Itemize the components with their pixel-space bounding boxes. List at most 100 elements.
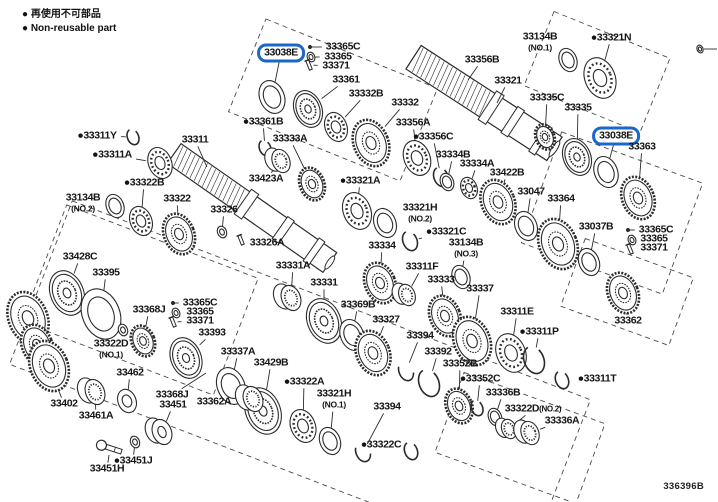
part-number: 33422B <box>489 166 525 179</box>
part-label[interactable]: 33047 <box>517 186 545 197</box>
part-label[interactable]: 33134B(NO.3) <box>449 237 484 259</box>
part-label[interactable]: 33369B <box>341 299 376 310</box>
part-number: 33334 <box>368 239 396 252</box>
part-number: 33332B <box>348 87 384 100</box>
part-label[interactable]: 33394 <box>406 330 434 341</box>
highlighted-part-label[interactable]: 33038E <box>592 126 640 146</box>
part-label[interactable]: 33365 <box>186 306 214 317</box>
part-label[interactable]: ●33321C <box>425 225 467 238</box>
part-number: 33333A <box>272 132 308 145</box>
part-label[interactable]: 33134B(NO.2) <box>66 192 101 214</box>
part-label[interactable]: 33422B <box>489 166 525 179</box>
part-label[interactable]: 33332 <box>391 97 419 108</box>
part-label[interactable]: 33134B(NO.1) <box>523 31 558 53</box>
part-label[interactable]: ●33356C <box>413 131 454 142</box>
part-label[interactable]: 33393 <box>198 327 226 338</box>
part-label[interactable]: 33362A <box>197 396 232 407</box>
part-label[interactable]: 33365C <box>326 41 361 52</box>
part-label[interactable]: 33322D(NO.1) <box>94 338 129 360</box>
part-number: 33451H <box>89 462 125 475</box>
part-label[interactable]: 33331 <box>310 277 338 288</box>
part-label[interactable]: 33365 <box>324 50 352 63</box>
part-number: ●33311P <box>519 325 559 338</box>
part-label[interactable]: 33321 <box>494 74 522 87</box>
part-label[interactable]: 33337A <box>221 346 256 357</box>
part-label[interactable]: 33461A <box>79 410 114 421</box>
part-label[interactable]: 33363 <box>628 141 656 152</box>
part-label[interactable]: 33394 <box>373 401 401 412</box>
part-label[interactable]: ●33321N <box>591 32 632 43</box>
figure-code: 336396B <box>663 481 704 492</box>
part-number: 33038E <box>599 129 633 142</box>
part-label[interactable]: 33402 <box>50 398 78 409</box>
part-label[interactable]: 33311F <box>406 261 439 272</box>
part-number-suffix: (NO.1) <box>322 399 346 410</box>
part-label[interactable]: 33333A <box>272 132 308 145</box>
part-label[interactable]: 33336B <box>486 387 521 398</box>
highlighted-part-label[interactable]: 33038E <box>257 43 305 63</box>
part-label[interactable]: 33365C <box>183 297 218 308</box>
part-label[interactable]: ●33311P <box>519 325 559 338</box>
part-label[interactable]: 33392 <box>424 346 452 357</box>
part-label[interactable]: 33364 <box>547 193 575 204</box>
part-label[interactable]: 33322D(NO.2) <box>505 403 562 414</box>
part-label[interactable]: 33326 <box>210 204 238 215</box>
part-label[interactable]: ●33321A <box>340 175 381 186</box>
part-label[interactable]: 33356A <box>396 117 431 128</box>
part-label[interactable]: 33334A <box>459 157 495 170</box>
part-number: 33429B <box>253 356 289 369</box>
part-label[interactable]: ●33322C <box>361 439 402 450</box>
part-label[interactable]: 33371 <box>186 315 214 326</box>
part-label[interactable]: 33334B <box>436 149 471 160</box>
part-label[interactable]: 33337 <box>466 283 494 294</box>
part-label[interactable]: ●33311A <box>92 149 132 160</box>
part-label[interactable]: 33321H(NO.2) <box>403 202 438 224</box>
part-label[interactable]: 33333 <box>427 274 455 285</box>
part-label[interactable]: 33395 <box>92 266 120 279</box>
part-label[interactable]: 33311E <box>500 306 534 317</box>
part-label[interactable]: 33327 <box>372 314 400 325</box>
part-number: ●33321C <box>425 225 467 238</box>
part-label[interactable]: 33334 <box>368 239 396 252</box>
part-label[interactable]: ●33451J <box>114 455 153 466</box>
part-label[interactable]: 33322 <box>163 193 191 204</box>
part-label[interactable]: 33423A <box>249 173 284 184</box>
part-label[interactable]: ●33352C <box>460 373 501 384</box>
part-label[interactable]: 33371 <box>640 242 668 253</box>
part-label[interactable]: ●33322A <box>284 376 325 387</box>
part-label[interactable]: 33429B <box>253 356 289 369</box>
part-number: 33462 <box>116 366 144 379</box>
part-label[interactable]: 33352B <box>443 358 478 369</box>
part-label[interactable]: 33321H(NO.1) <box>317 388 352 410</box>
part-label[interactable]: 33335C <box>530 92 565 103</box>
part-number: 33334A <box>459 157 495 170</box>
part-label[interactable]: 33356B <box>465 54 500 65</box>
part-label[interactable]: 33326A <box>250 237 285 248</box>
part-label[interactable]: 33451 <box>159 399 187 410</box>
part-label[interactable]: 33368J <box>133 304 166 315</box>
part-label[interactable]: 33335 <box>564 102 592 113</box>
part-label[interactable]: ●33361B <box>243 116 284 127</box>
part-label[interactable]: 33451H <box>89 462 125 475</box>
part-label[interactable]: 33037B <box>579 221 614 232</box>
part-label[interactable]: 33428C <box>63 251 98 262</box>
part-label[interactable]: 33368J <box>156 389 189 400</box>
part-label[interactable]: 33332B <box>348 87 384 100</box>
part-label[interactable]: 33331A <box>276 260 311 271</box>
part-number: 33361 <box>332 73 360 86</box>
part-label[interactable]: ●33311T <box>578 373 617 384</box>
part-label[interactable]: 33361 <box>332 73 360 86</box>
part-label[interactable]: 33336A <box>545 415 580 426</box>
part-label[interactable]: 33371 <box>322 60 350 71</box>
part-label[interactable]: 33462 <box>116 366 144 379</box>
part-label[interactable]: ●33322B <box>124 177 165 188</box>
part-label[interactable]: 33365C <box>639 224 674 235</box>
part-number: 33395 <box>92 266 120 279</box>
part-number: 33321 <box>494 74 522 87</box>
part-label[interactable]: 33365 <box>640 233 668 244</box>
part-number: 33365 <box>324 50 352 63</box>
part-label[interactable]: 33311 <box>182 134 209 145</box>
part-number-suffix: (NO.2) <box>408 213 432 224</box>
part-label[interactable]: 33362 <box>614 315 642 326</box>
part-label[interactable]: ●33311Y <box>77 130 117 141</box>
